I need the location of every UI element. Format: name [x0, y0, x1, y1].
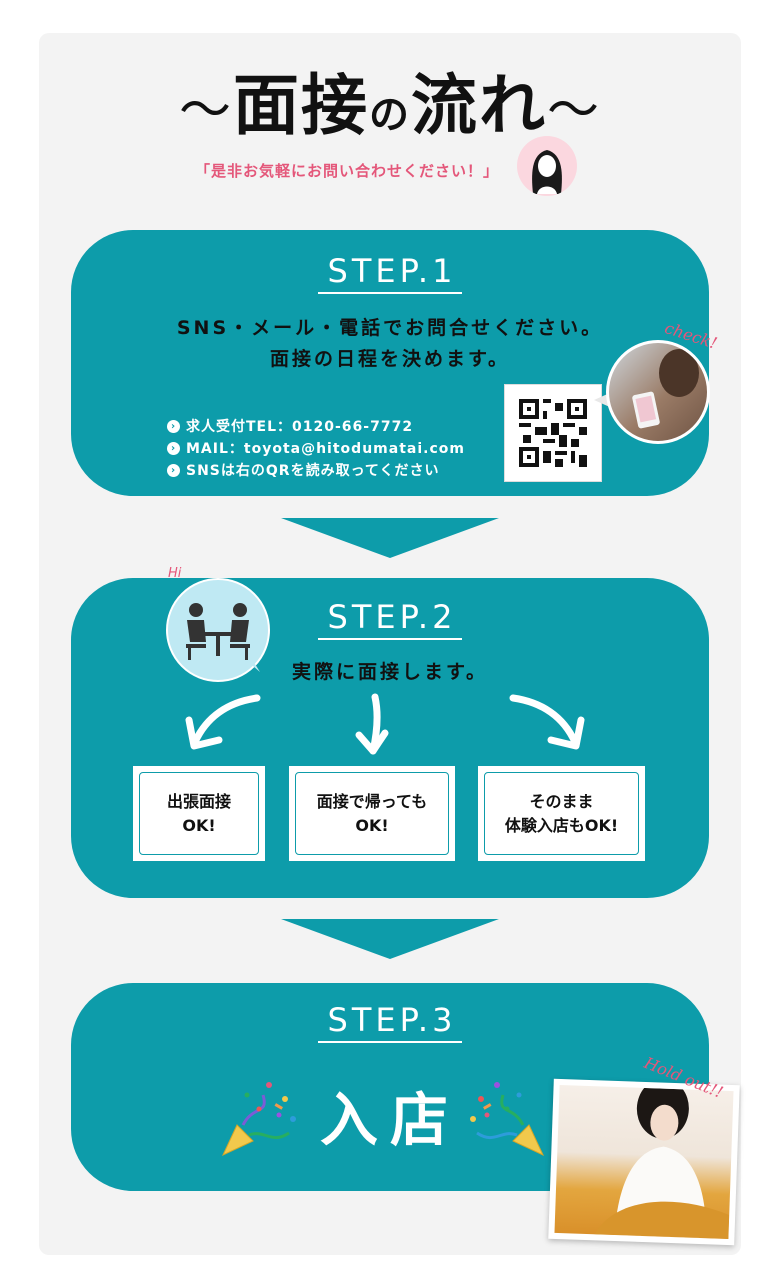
step1-line1: SNS・メール・電話でお問合せください。 — [176, 317, 604, 339]
title-particle: の — [369, 92, 411, 138]
info-row-tel[interactable]: ›求人受付TEL：0120-66-7772 — [167, 415, 465, 437]
chevron-right-icon: › — [167, 463, 180, 477]
chevron-right-icon: › — [167, 441, 180, 455]
option-card-1: 出張面接 OK! — [133, 766, 265, 861]
info-row-mail[interactable]: ›MAIL：toyota@hitodumatai.com — [167, 437, 465, 459]
option-card-3: そのまま 体験入店もOK! — [478, 766, 645, 861]
step2-card: STEP.2 実際に面接します。 出張面接 OK! 面接で帰っても OK! その… — [71, 578, 709, 898]
phone-photo — [606, 340, 710, 444]
woman-photo — [548, 1078, 740, 1246]
arrow-right-icon — [509, 694, 585, 750]
info-row-sns: ›SNSは右のQRを読み取ってください — [167, 459, 465, 481]
meeting-icon — [166, 578, 270, 682]
contact-info: ›求人受付TEL：0120-66-7772 ›MAIL：toyota@hitod… — [167, 415, 465, 481]
step3-title: STEP.3 — [71, 1001, 709, 1043]
qr-code[interactable] — [504, 384, 602, 482]
subtitle: 「是非お気軽にお問い合わせください！」 — [195, 162, 500, 180]
arrow-down-small-icon — [355, 693, 389, 755]
page-title: ～面接の流れ～ — [178, 67, 602, 144]
step2-text: 実際に面接します。 — [291, 661, 489, 683]
title-part1: 面接 — [233, 67, 369, 144]
chevron-right-icon: › — [167, 419, 180, 433]
party-popper-icon — [221, 1082, 296, 1157]
step2-title: STEP.2 — [71, 598, 709, 640]
hi-badge: Hi — [168, 566, 182, 581]
option-card-2: 面接で帰っても OK! — [289, 766, 455, 861]
arrow-left-icon — [185, 694, 261, 750]
party-popper-icon — [470, 1082, 545, 1157]
step1-title: STEP.1 — [71, 252, 709, 294]
arrow-down-icon — [281, 518, 499, 558]
step1-line2: 面接の日程を決めます。 — [269, 348, 511, 370]
step1-card: STEP.1 SNS・メール・電話でお問合せください。 面接の日程を決めます。 … — [71, 230, 709, 496]
qr-code-icon — [519, 399, 587, 467]
title-part2: 流れ — [411, 67, 547, 144]
arrow-down-icon — [281, 919, 499, 959]
step3-text: 入店 — [319, 1086, 460, 1154]
woman-avatar-icon — [517, 136, 577, 196]
